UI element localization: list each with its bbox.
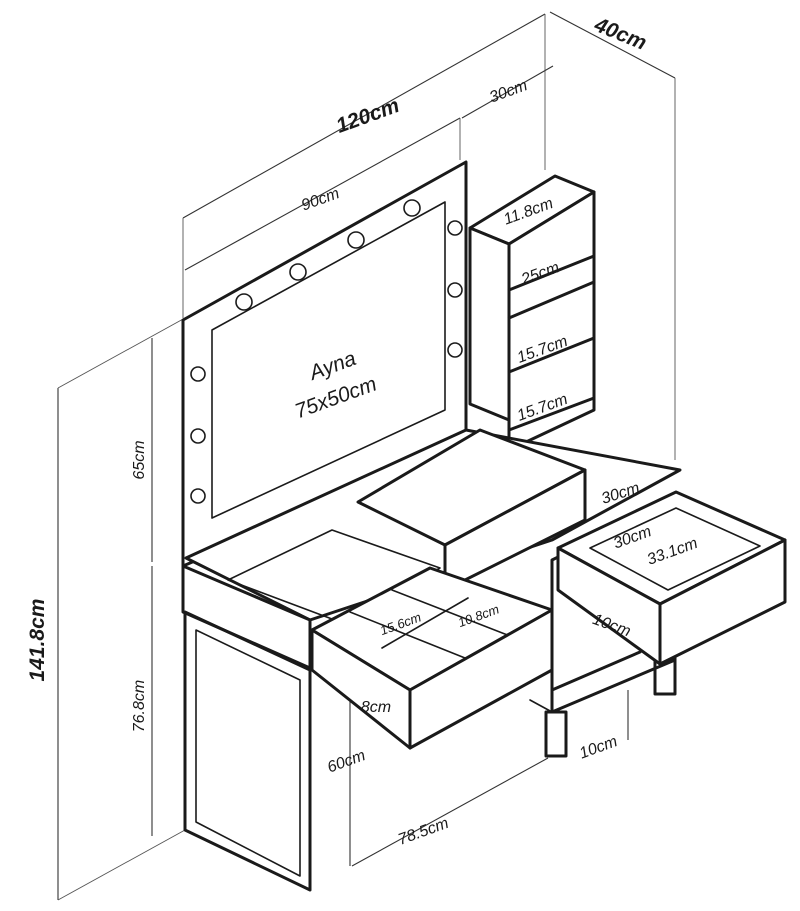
label-table-height: 76.8cm: [131, 680, 148, 732]
label-leg-height: 60cm: [325, 747, 368, 776]
label-shelf-width: 30cm: [487, 77, 530, 106]
label-table-length: 78.5cm: [396, 815, 451, 849]
label-foot-height: 10cm: [577, 733, 620, 762]
shelf-unit: [468, 174, 596, 452]
bulb-icons: [190, 199, 463, 504]
label-total-height: 141.8cm: [26, 599, 49, 682]
label-drawer-height: 8cm: [361, 699, 391, 716]
small-drawer: [310, 566, 554, 750]
label-mirror-height: 65cm: [131, 440, 148, 479]
side-drawer: [556, 490, 787, 666]
back-drawer: [356, 428, 587, 592]
label-total-width: 120cm: [333, 94, 402, 138]
left-body: [181, 564, 312, 892]
label-mirror-width: 90cm: [299, 185, 342, 214]
